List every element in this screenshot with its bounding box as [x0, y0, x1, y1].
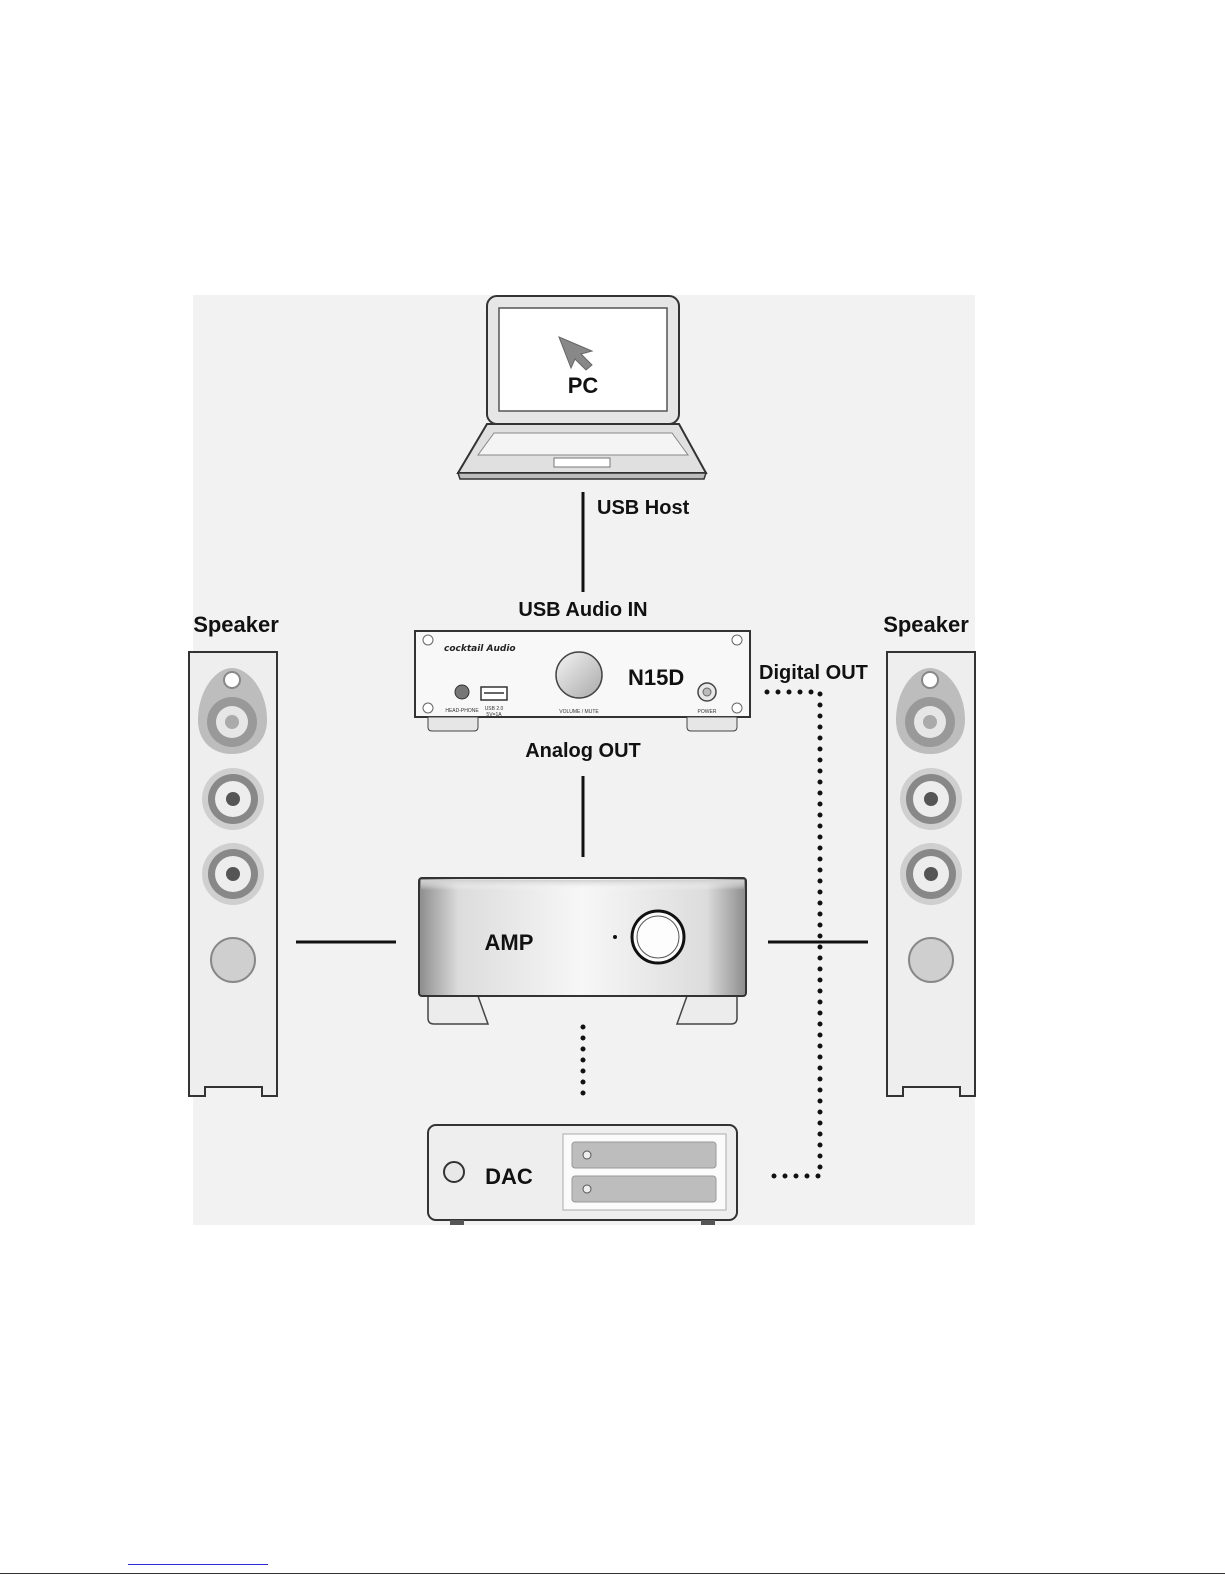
- headphone-jack-icon: [455, 685, 469, 699]
- n15d-brand-logo: cocktail Audio: [444, 644, 516, 654]
- analog-out-label: Analog OUT: [525, 740, 641, 762]
- footer-rule: [0, 1573, 1225, 1574]
- dac-device: [428, 1125, 737, 1225]
- amp-knob: [632, 911, 684, 963]
- left-speaker-label: Speaker: [193, 612, 279, 637]
- right-speaker: [887, 652, 975, 1096]
- port-icon: [211, 938, 255, 982]
- pc-label: PC: [568, 373, 599, 398]
- volume-knob: [556, 652, 602, 698]
- left-speaker: [189, 652, 277, 1096]
- headphone-label: HEAD-PHONE: [445, 708, 479, 714]
- usb-audio-in-label: USB Audio IN: [518, 599, 647, 621]
- dac-label: DAC: [485, 1164, 533, 1189]
- volume-label: VOLUME / MUTE: [559, 709, 599, 715]
- right-speaker-label: Speaker: [883, 612, 969, 637]
- n15d-model-label: N15D: [628, 665, 684, 690]
- usb-host-label: USB Host: [597, 497, 690, 519]
- power-label: POWER: [698, 709, 717, 715]
- port-icon: [909, 938, 953, 982]
- dac-power-button-icon: [444, 1162, 464, 1182]
- digital-out-label: Digital OUT: [759, 662, 868, 684]
- footer-link-underline: [128, 1564, 268, 1565]
- amp-label: AMP: [485, 930, 534, 955]
- usb-port-sublabel: 5V=1A: [486, 712, 502, 718]
